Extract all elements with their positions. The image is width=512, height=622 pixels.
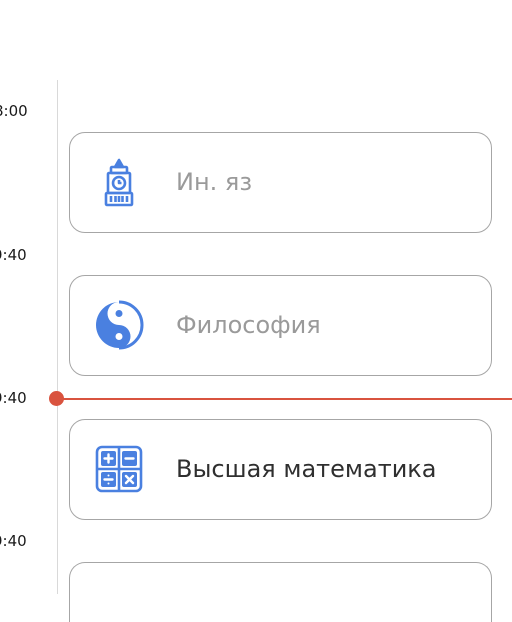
lesson-card[interactable]: Высшая математика — [69, 419, 492, 520]
timeline-axis — [57, 80, 58, 594]
time-label: 9:40 — [0, 532, 27, 550]
current-time-line — [57, 398, 512, 400]
time-label: 9:40 — [0, 246, 27, 264]
lesson-title: Ин. яз — [176, 168, 253, 196]
yin-yang-icon — [94, 300, 144, 350]
lesson-card[interactable] — [69, 562, 492, 622]
big-ben-icon — [94, 157, 144, 207]
time-label: 8:00 — [0, 102, 28, 120]
lesson-card[interactable]: Философия — [69, 275, 492, 376]
time-label: 9:40 — [0, 389, 27, 407]
lesson-title: Высшая математика — [176, 455, 437, 483]
current-time-dot — [49, 391, 64, 406]
lesson-card[interactable]: Ин. яз — [69, 132, 492, 233]
lesson-title: Философия — [176, 311, 321, 339]
calculator-icon — [94, 444, 144, 494]
